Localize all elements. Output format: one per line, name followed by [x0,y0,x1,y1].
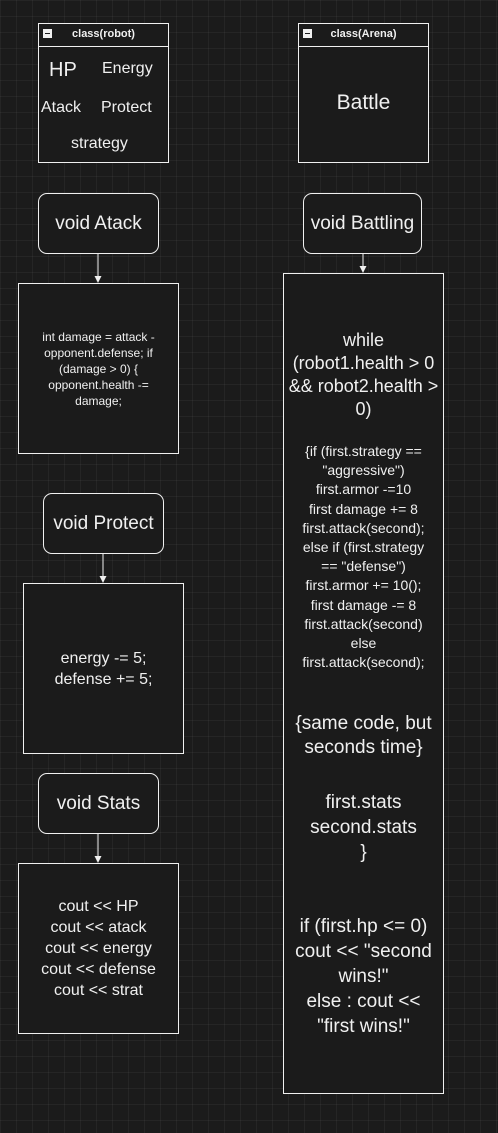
while-condition-text: while (robot1.health > 0 && robot2.healt… [288,330,439,419]
strategy-code-text: {if (first.strategy == "aggressive") fir… [302,443,425,671]
robot-class-box[interactable]: class(robot) HP Energy Atack Protect str… [38,23,169,163]
battling-method-label: void Battling [310,212,415,234]
stats-code-box[interactable]: cout << HP cout << atack cout << energy … [18,863,179,1034]
atack-method-node[interactable]: void Atack [38,193,159,254]
arrow-stats [94,834,102,863]
stats-method-node[interactable]: void Stats [38,773,159,834]
attr-protect: Protect [101,99,152,116]
collapse-icon[interactable] [43,29,52,38]
arrow-battling [359,254,367,273]
battle-result-text: if (first.hp <= 0) cout << "second wins!… [295,916,432,1037]
battle-stats-text: first.stats second.stats } [310,792,417,863]
atack-code-text: int damage = attack - opponent.defense; … [42,329,155,408]
arrow-atack [94,254,102,283]
attr-strategy: strategy [71,135,128,152]
attr-hp: HP [49,59,77,81]
protect-code-text: energy -= 5; defense += 5; [54,649,153,688]
stats-method-label: void Stats [56,792,141,814]
stats-code-text: cout << HP cout << atack cout << energy … [41,898,156,999]
atack-code-box[interactable]: int damage = attack - opponent.defense; … [18,283,179,454]
arena-body: Battle [336,91,391,114]
robot-class-header[interactable]: class(robot) [39,24,168,47]
arrow-protect [99,554,107,583]
battling-code-box[interactable]: while (robot1.health > 0 && robot2.healt… [283,273,444,1094]
protect-method-label: void Protect [53,512,154,534]
arena-class-box[interactable]: class(Arena) Battle [298,23,429,163]
collapse-icon[interactable] [303,29,312,38]
same-code-text: {same code, but seconds time} [295,713,432,758]
protect-method-node[interactable]: void Protect [43,493,164,554]
atack-method-label: void Atack [55,212,142,234]
attr-atack: Atack [41,99,82,116]
robot-class-title: class(robot) [72,28,135,40]
attr-energy: Energy [102,60,153,77]
battling-method-node[interactable]: void Battling [303,193,422,254]
arena-class-title: class(Arena) [330,28,397,40]
arena-class-header[interactable]: class(Arena) [299,24,428,47]
protect-code-box[interactable]: energy -= 5; defense += 5; [23,583,184,754]
